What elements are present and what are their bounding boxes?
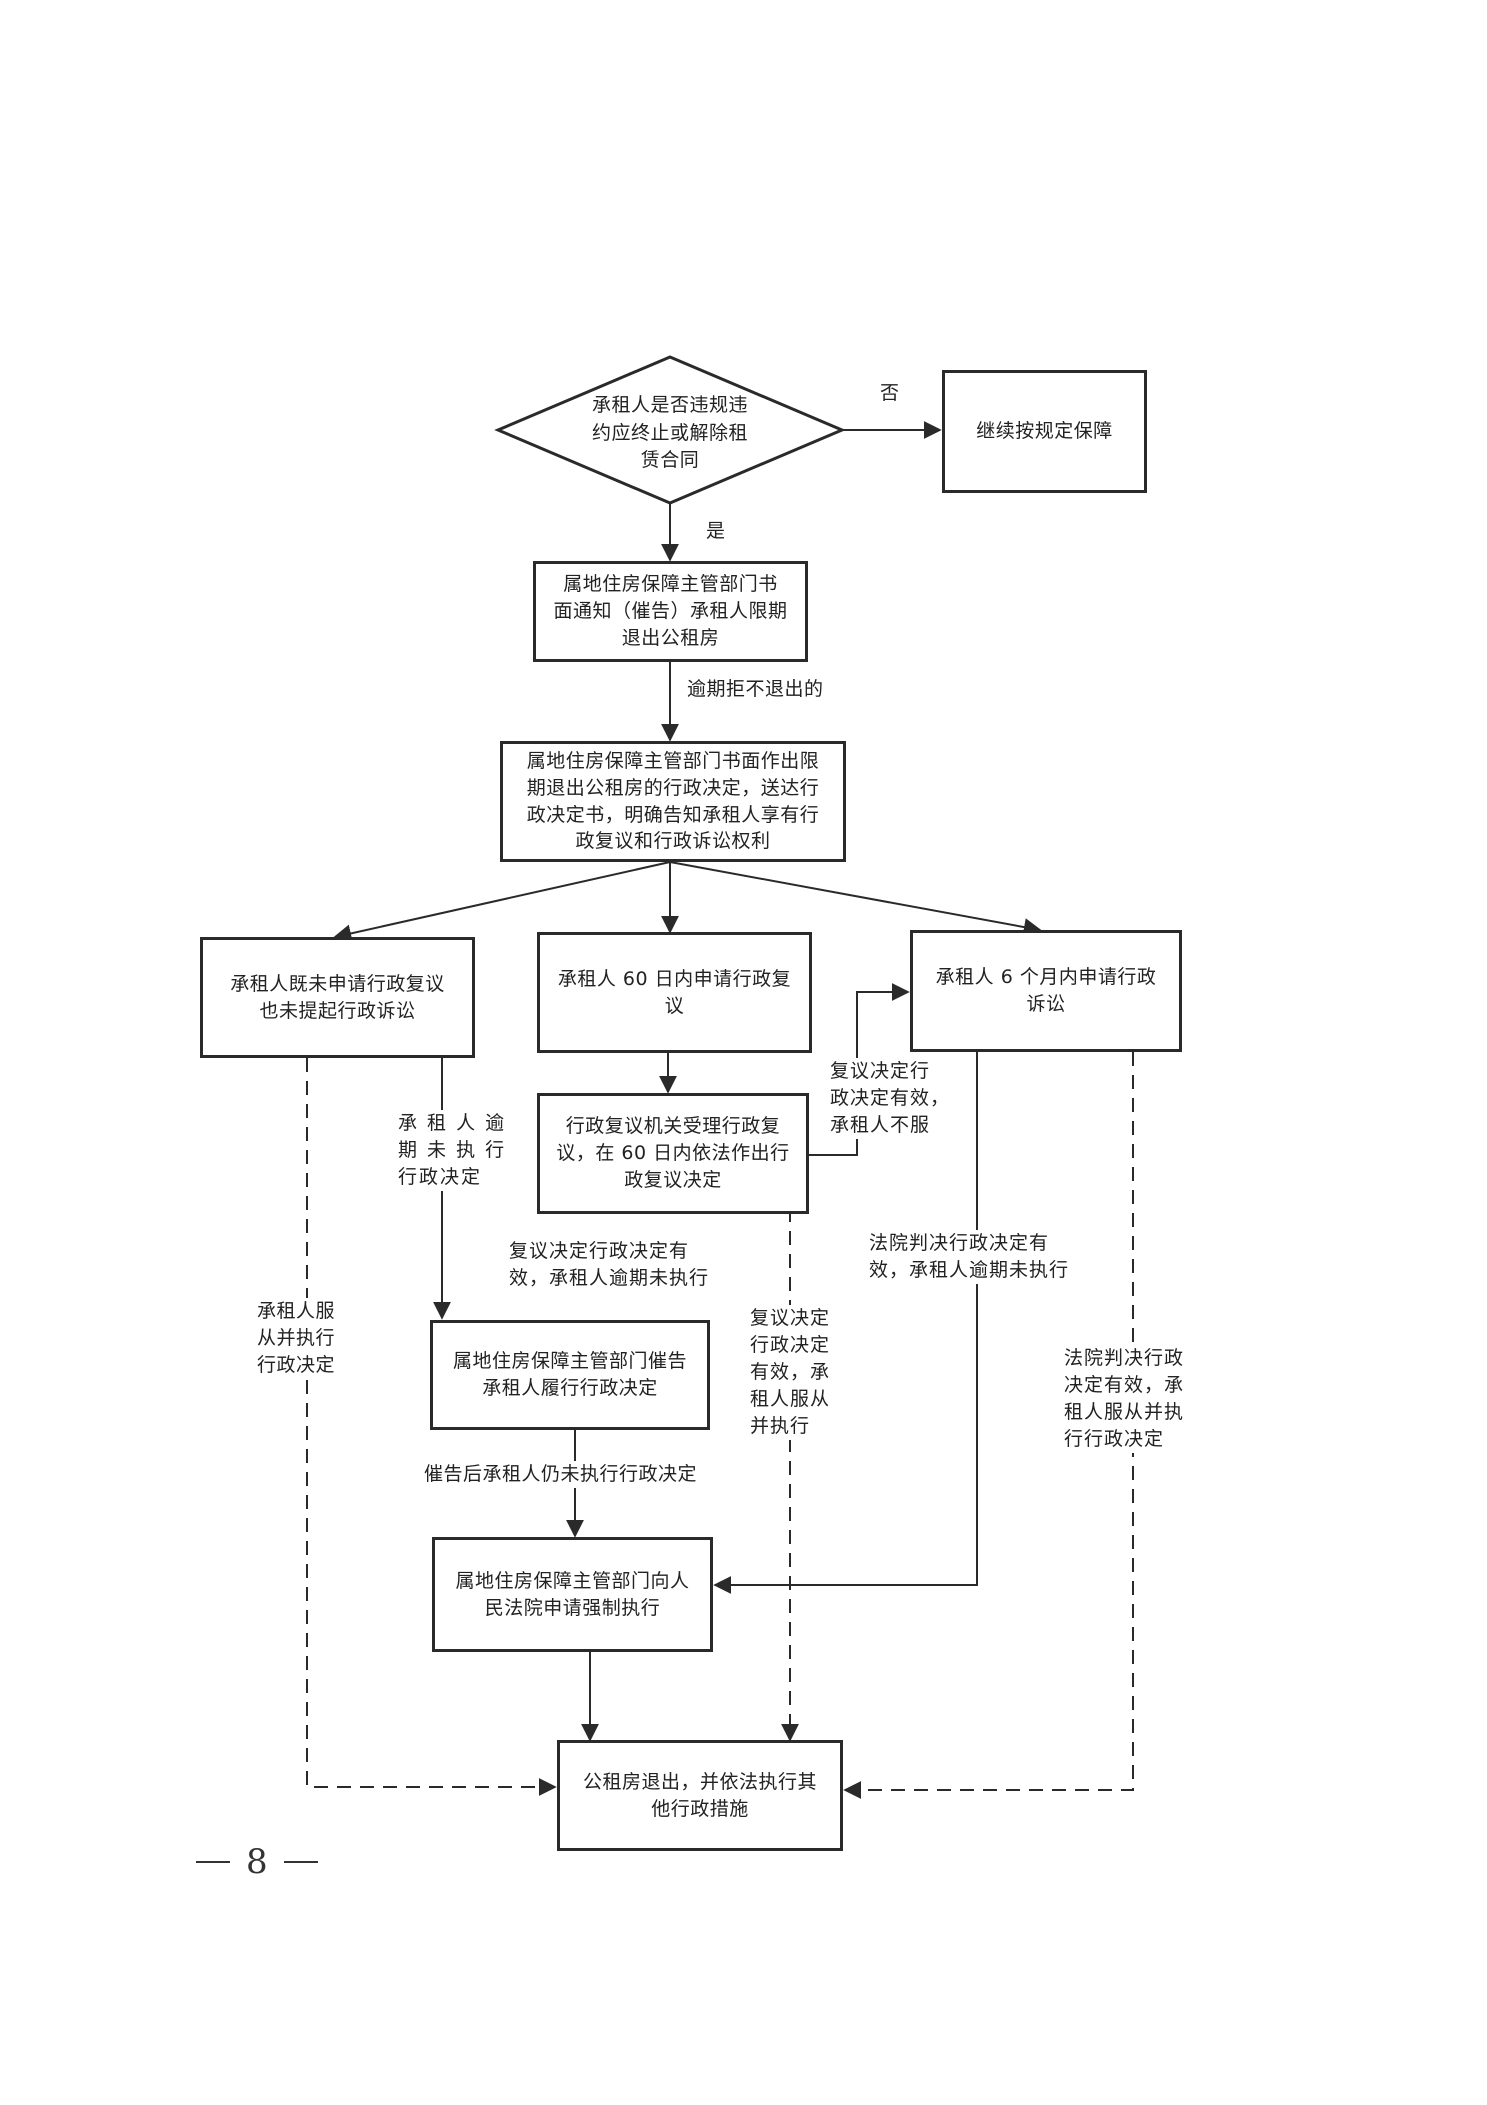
decision-text: 承租人是否违规违 约应终止或解除租 赁合同: [591, 394, 748, 472]
review-60-text: 承租人 60 日内申请行政复 议: [557, 967, 792, 1017]
urge-text: 属地住房保障主管部门催告 承租人履行行政决定: [452, 1350, 687, 1399]
lawsuit-6m-box: 承租人 6 个月内申请行政 诉讼: [910, 930, 1182, 1052]
arrow-to-no-appeal: [333, 861, 671, 943]
notice-box: 属地住房保障主管部门书 面通知（催告）承租人限期 退出公租房: [533, 561, 808, 662]
label-overdue-refuse: 逾期拒不退出的: [687, 676, 824, 703]
admin-decision-text: 属地住房保障主管部门书面作出限 期退出公租房的行政决定，送达行 政决定书，明确告…: [526, 749, 820, 853]
final-text: 公租房退出，并依法执行其 他行政措施: [582, 1770, 817, 1820]
review-accept-text: 行政复议机关受理行政复 议，在 60 日内依法作出行 政复议决定: [556, 1115, 790, 1191]
page-number-footer: 8: [196, 1842, 318, 1882]
label-overdue-not-executed: 承 租 人 逾 期 未 执 行 行政决定: [398, 1110, 507, 1191]
final-box: 公租房退出，并依法执行其 他行政措施: [557, 1740, 843, 1851]
label-yes: 是: [706, 518, 726, 545]
admin-decision-box: 属地住房保障主管部门书面作出限 期退出公租房的行政决定，送达行 政决定书，明确告…: [500, 741, 846, 862]
label-court-valid-comply: 法院判决行政 决定有效，承 租人服从并执 行行政决定: [1064, 1345, 1185, 1453]
urge-box: 属地住房保障主管部门催告 承租人履行行政决定: [430, 1320, 710, 1430]
notice-text: 属地住房保障主管部门书 面通知（催告）承租人限期 退出公租房: [553, 573, 788, 649]
no-appeal-text: 承租人既未申请行政复议 也未提起行政诉讼: [230, 972, 445, 1022]
review-60-box: 承租人 60 日内申请行政复 议: [537, 932, 812, 1053]
label-review-valid-unsatisfied: 复议决定行 政决定有效， 承租人不服: [830, 1058, 951, 1139]
label-comply-execute: 承租人服 从并执行 行政决定: [257, 1298, 336, 1379]
label-court-valid-overdue: 法院判决行政决定有 效，承租人逾期未执行: [869, 1230, 1070, 1284]
continue-text: 继续按规定保障: [976, 420, 1113, 443]
label-no: 否: [880, 380, 900, 407]
dashed-court-valid-comply: [843, 1052, 1134, 1799]
court-enforce-box: 属地住房保障主管部门向人 民法院申请强制执行: [432, 1537, 713, 1652]
arrow-to-lawsuit: [669, 861, 1042, 936]
label-review-valid-comply: 复议决定 行政决定 有效，承 租人服从 并执行: [750, 1305, 831, 1440]
label-review-valid-overdue: 复议决定行政决定有 效，承租人逾期未执行: [509, 1238, 710, 1292]
review-accept-box: 行政复议机关受理行政复 议，在 60 日内依法作出行 政复议决定: [537, 1093, 809, 1214]
arrow-court-valid-overdue: [713, 1052, 978, 1594]
no-appeal-box: 承租人既未申请行政复议 也未提起行政诉讼: [200, 937, 475, 1058]
court-enforce-text: 属地住房保障主管部门向人 民法院申请强制执行: [455, 1569, 690, 1619]
label-still-not-executed: 催告后承租人仍未执行行政决定: [424, 1461, 698, 1488]
continue-box: 继续按规定保障: [942, 370, 1147, 493]
page-number: 8: [246, 1842, 268, 1882]
lawsuit-6m-text: 承租人 6 个月内申请行政 诉讼: [935, 966, 1157, 1015]
